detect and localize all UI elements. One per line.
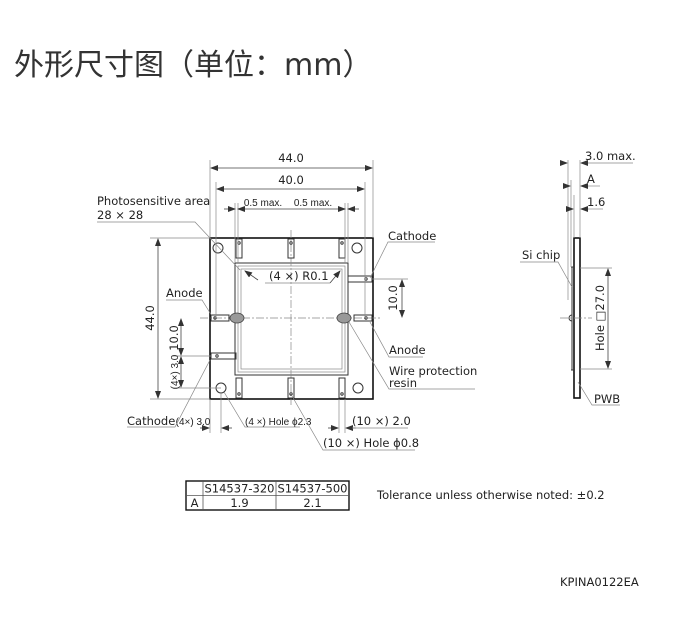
- bottom-pads: [235, 377, 346, 399]
- anode-left-label: Anode: [166, 286, 203, 300]
- wire-resin-label-1: Wire protection: [389, 364, 477, 378]
- anode-right-label: Anode: [389, 343, 426, 357]
- corner-radius-label: (4 ×) R0.1: [269, 269, 329, 283]
- mounting-hole: [212, 242, 224, 254]
- dim-pwb: 1.6: [587, 195, 605, 209]
- dim-width-outer: 44.0: [278, 151, 304, 165]
- wire-protection-resin: [229, 312, 245, 324]
- dim-height-outer: 44.0: [143, 305, 157, 331]
- mounting-hole: [351, 242, 363, 254]
- hole-label: Hole □27.0: [593, 285, 607, 351]
- front-view: 44.0 40.0 0.5 max. 0.5 max. 44.0 10.0 10…: [97, 151, 477, 451]
- table-header: S14537-500: [278, 482, 348, 496]
- photosensitive-area: [240, 268, 343, 370]
- board-outline: [209, 237, 374, 400]
- dim-left-offset: (4×) 3.0: [170, 354, 181, 389]
- pad-width-label: (10 ×) 2.0: [352, 414, 411, 428]
- mounting-hole: [352, 382, 364, 394]
- dim-left-pitch: 10.0: [167, 325, 181, 351]
- dim-a: A: [587, 172, 595, 186]
- dim-margin-left: 0.5 max.: [244, 198, 282, 209]
- top-pads: [235, 238, 346, 259]
- table-header: S14537-320: [205, 482, 275, 496]
- wire-resin-label-2: resin: [389, 376, 417, 390]
- page-title: 外形尺寸图（单位：mm）: [14, 48, 372, 83]
- tolerance-note: Tolerance unless otherwise noted: ±0.2: [376, 488, 605, 502]
- table-cell: A: [191, 496, 199, 510]
- side-view: Hole □27.0 3.0 max. A 1.6 Si chip PWB: [520, 149, 636, 406]
- dimension-table: S14537-320 S14537-500 A 1.9 2.1: [185, 480, 350, 511]
- table-cell: 1.9: [230, 496, 248, 510]
- pwb-label: PWB: [594, 392, 620, 406]
- cathode-bottom-label: Cathode: [127, 414, 175, 428]
- drawing-code: KPINA0122EA: [560, 575, 639, 589]
- dim-width-inner: 40.0: [278, 173, 304, 187]
- hole-large-label: (4 ×) Hole ϕ2.3: [245, 417, 312, 428]
- hole-small-label: (10 ×) Hole ϕ0.8: [323, 436, 419, 450]
- cathode-top-label: Cathode: [388, 229, 436, 243]
- photosensitive-label: Photosensitive area: [97, 194, 210, 208]
- si-chip-label: Si chip: [522, 248, 560, 262]
- wire-protection-resin: [336, 312, 352, 324]
- table-cell: 2.1: [303, 496, 321, 510]
- dim-bottom-offset: (4×) 3.0: [176, 417, 211, 428]
- dim-margin-right: 0.5 max.: [294, 198, 332, 209]
- dim-right-pitch: 10.0: [386, 285, 400, 311]
- dim-max-thickness: 3.0 max.: [585, 149, 636, 163]
- photosensitive-size: 28 × 28: [97, 208, 143, 222]
